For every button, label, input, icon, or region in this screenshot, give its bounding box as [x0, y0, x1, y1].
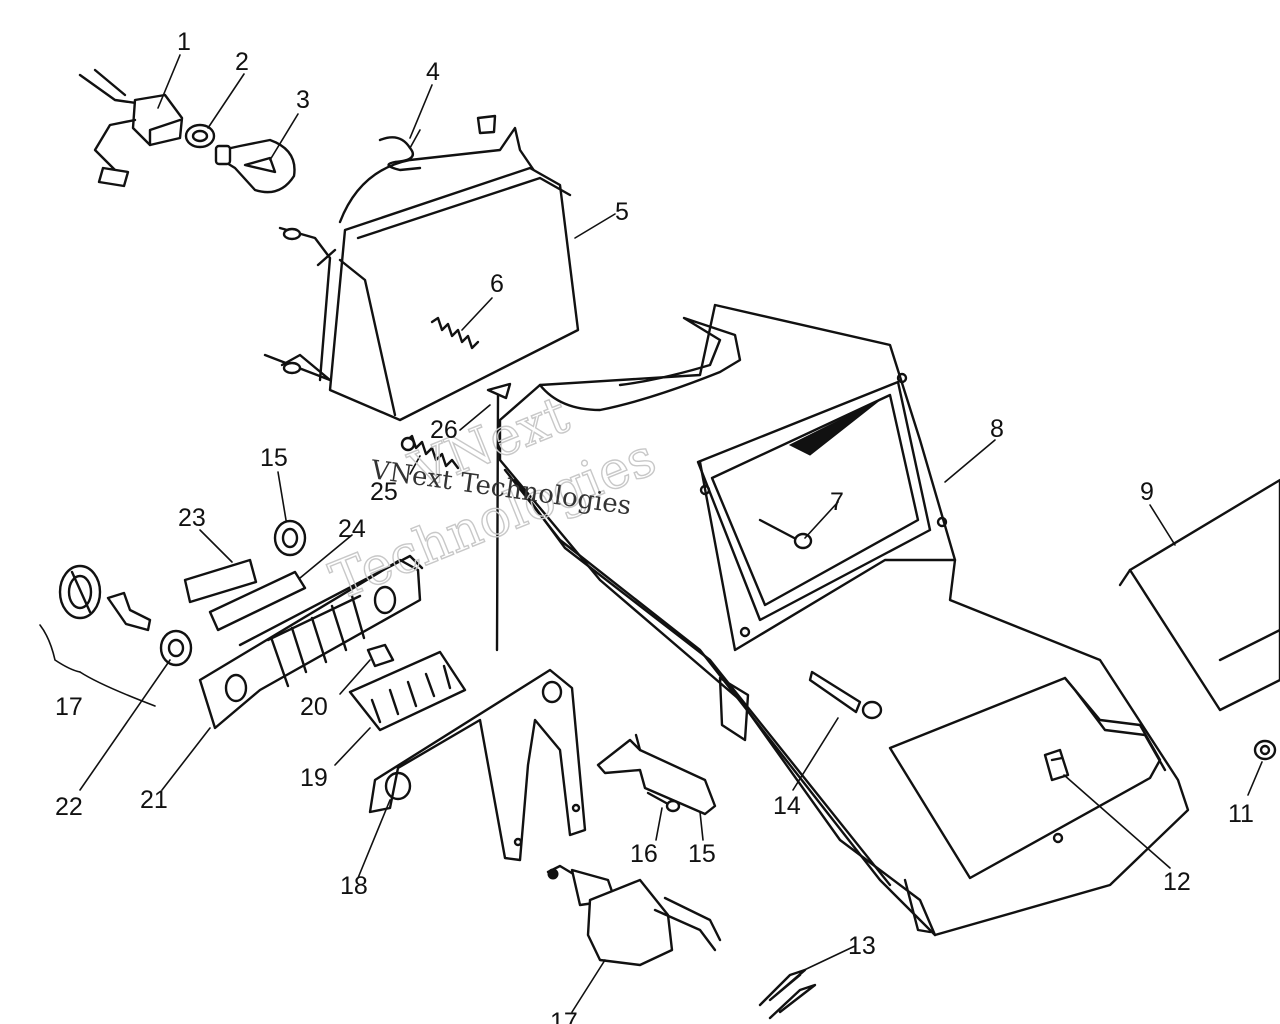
nut-part-22 — [159, 629, 193, 667]
switch-block-part-19 — [348, 650, 467, 732]
callout-18: 18 — [340, 872, 368, 900]
leader-lines — [39, 54, 1263, 1013]
ignition-switch-part-17 — [58, 564, 152, 632]
callout-13: 13 — [848, 932, 876, 960]
callout-14: 14 — [773, 792, 801, 820]
callout-17b: 17 — [550, 1008, 578, 1024]
connector-part-17b — [546, 864, 722, 967]
screw-part-7 — [758, 518, 813, 550]
callout-3: 3 — [296, 86, 310, 114]
callout-2: 2 — [235, 48, 249, 76]
mounting-bracket-part-18 — [368, 668, 587, 862]
callout-16: 16 — [630, 840, 658, 868]
headlight-socket-part-1 — [78, 68, 184, 188]
callout-23: 23 — [178, 504, 206, 532]
callout-labels: 1 2 3 4 5 6 7 8 9 11 12 13 14 15 15 16 1… — [55, 28, 1254, 1024]
callout-24: 24 — [338, 515, 366, 543]
bulb-ring-part-2 — [184, 123, 216, 149]
decal-part-23 — [183, 558, 258, 604]
callout-9: 9 — [1140, 478, 1154, 506]
cover-panel-part-9 — [1118, 478, 1280, 712]
callout-7: 7 — [830, 488, 844, 516]
clip-part-12 — [1043, 748, 1070, 782]
screw-part-16 — [646, 791, 681, 813]
callout-8: 8 — [990, 415, 1004, 443]
callout-15a: 15 — [260, 444, 288, 472]
headlight-housing-part-5 — [263, 114, 580, 422]
plate-part-24 — [208, 570, 307, 632]
adjuster-wire-part-4 — [378, 129, 422, 172]
callout-17a: 17 — [55, 693, 83, 721]
springs-part-25 — [400, 434, 460, 470]
callout-19: 19 — [300, 764, 328, 792]
callout-25: 25 — [370, 478, 398, 506]
console-housing-part-8 — [498, 303, 1190, 937]
grommet-part-15a — [273, 519, 307, 557]
grommet-part-11 — [1253, 739, 1277, 761]
callout-5: 5 — [615, 198, 629, 226]
callout-4: 4 — [426, 58, 440, 86]
springs-part-13 — [758, 968, 817, 1020]
bracket-part-21 — [198, 554, 424, 730]
callout-20: 20 — [300, 693, 328, 721]
indicator-light-part-20 — [366, 643, 395, 668]
callout-26: 26 — [430, 416, 458, 444]
callout-6: 6 — [490, 270, 504, 298]
callout-21: 21 — [140, 786, 168, 814]
callout-12: 12 — [1163, 868, 1191, 896]
callout-15b: 15 — [688, 840, 716, 868]
headlight-bulb-part-3 — [214, 138, 296, 194]
callout-22: 22 — [55, 793, 83, 821]
callout-11: 11 — [1228, 800, 1254, 828]
spring-part-6 — [430, 316, 480, 350]
bolt-part-14 — [808, 670, 883, 720]
callout-1: 1 — [177, 28, 191, 56]
screw-part-26 — [486, 382, 512, 652]
switch-part-15b — [596, 733, 717, 816]
